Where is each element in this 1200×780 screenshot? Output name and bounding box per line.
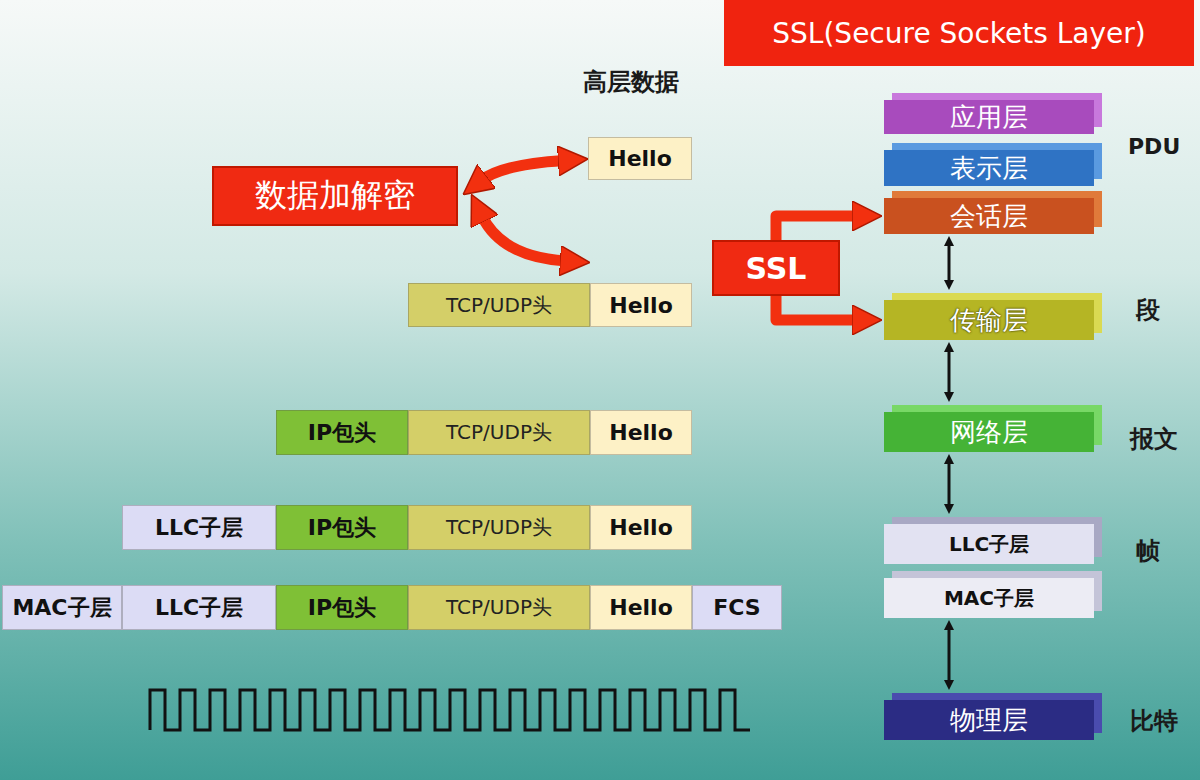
data-cell: Hello [590, 410, 692, 455]
header-cell: IP包头 [276, 410, 408, 455]
node-text: MAC子层 [944, 585, 1034, 612]
node-text: MAC子层 [12, 593, 111, 623]
node-text: Hello [609, 293, 673, 318]
layer-block: 传输层 [884, 300, 1094, 340]
node-text: 数据加解密 [255, 174, 415, 218]
node-text: IP包头 [308, 418, 376, 448]
node-text: 应用层 [950, 100, 1028, 135]
layer-block: 物理层 [884, 700, 1094, 740]
header-cell: IP包头 [276, 585, 408, 630]
data-cell: Hello [590, 585, 692, 630]
title-text: SSL(Secure Sockets Layer) [772, 17, 1145, 50]
layer-block: 应用层 [884, 100, 1094, 134]
node-text: FCS [713, 595, 760, 620]
callout-box: 数据加解密 [212, 166, 458, 226]
header-cell: LLC子层 [122, 585, 276, 630]
node-text: LLC子层 [155, 593, 243, 623]
trailer-cell: FCS [692, 585, 782, 630]
layer-block: MAC子层 [884, 578, 1094, 618]
node-text: TCP/UDP头 [446, 514, 552, 541]
data-cell: Hello [588, 137, 692, 180]
section-label: 高层数据 [583, 66, 679, 98]
red-arrow [482, 216, 566, 261]
pdu-label: 帧 [1136, 535, 1160, 567]
node-text: LLC子层 [949, 531, 1029, 558]
node-text: Hello [609, 420, 673, 445]
data-cell: Hello [590, 283, 692, 327]
layer-block: 网络层 [884, 412, 1094, 452]
layer-arrow [948, 628, 951, 682]
header-cell: TCP/UDP头 [408, 283, 590, 327]
header-cell: TCP/UDP头 [408, 410, 590, 455]
node-text: IP包头 [308, 513, 376, 543]
node-text: 物理层 [950, 703, 1028, 738]
header-cell: TCP/UDP头 [408, 585, 590, 630]
header-cell: MAC子层 [2, 585, 122, 630]
header-cell: IP包头 [276, 505, 408, 550]
header-cell: TCP/UDP头 [408, 505, 590, 550]
red-arrow [482, 161, 564, 181]
pdu-label: PDU [1128, 134, 1180, 159]
red-arrow [776, 216, 858, 240]
square-wave [150, 690, 750, 730]
node-text: IP包头 [308, 593, 376, 623]
pdu-label: 段 [1136, 294, 1160, 326]
data-cell: Hello [590, 505, 692, 550]
pdu-label: 报文 [1130, 423, 1178, 455]
node-text: TCP/UDP头 [446, 419, 552, 446]
node-text: Hello [608, 146, 672, 171]
node-text: TCP/UDP头 [446, 292, 552, 319]
node-text: 网络层 [950, 415, 1028, 450]
pdu-label: 比特 [1130, 705, 1178, 737]
layer-arrow [948, 350, 951, 394]
node-text: Hello [609, 515, 673, 540]
node-text: LLC子层 [155, 513, 243, 543]
node-text: 会话层 [950, 199, 1028, 234]
red-arrow [776, 296, 858, 320]
title-banner: SSL(Secure Sockets Layer) [724, 0, 1194, 66]
header-cell: LLC子层 [122, 505, 276, 550]
layer-arrow [948, 462, 951, 506]
node-text: Hello [609, 595, 673, 620]
node-text: SSL [746, 251, 807, 286]
layer-block: LLC子层 [884, 524, 1094, 564]
layer-block: 会话层 [884, 198, 1094, 234]
node-text: 传输层 [950, 303, 1028, 338]
node-text: TCP/UDP头 [446, 594, 552, 621]
layer-block: 表示层 [884, 150, 1094, 186]
node-text: 表示层 [950, 151, 1028, 186]
layer-arrow [948, 244, 951, 282]
ssl-box: SSL [712, 240, 840, 296]
